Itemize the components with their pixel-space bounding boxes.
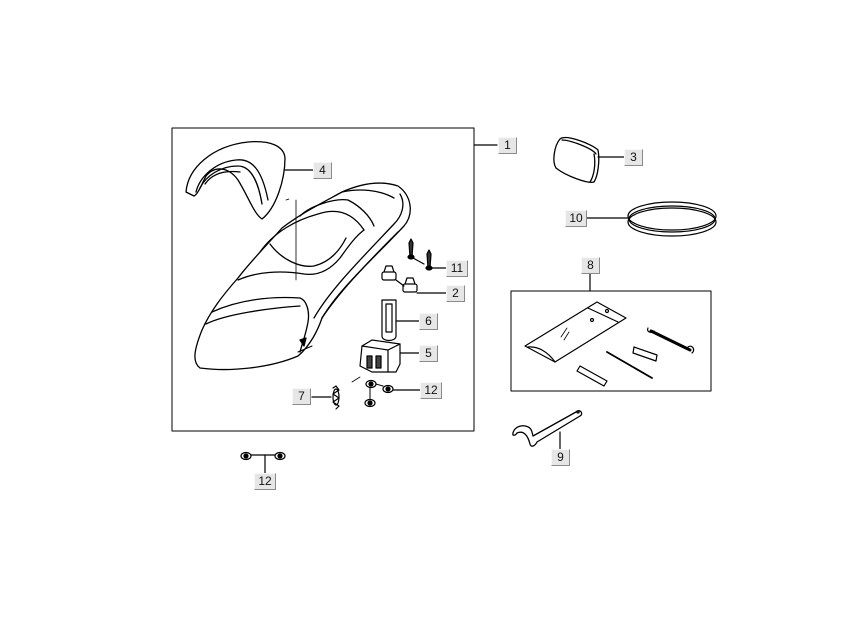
- callout-4[interactable]: 4: [313, 162, 332, 179]
- strap-band-drawing: [627, 201, 717, 237]
- nuts-inside-drawing: [364, 379, 394, 408]
- passenger-backrest-drawing: [185, 140, 286, 220]
- clip-bracket-drawing: [381, 299, 397, 342]
- backrest-pad-drawing: [553, 137, 600, 183]
- callout-9[interactable]: 9: [551, 449, 570, 466]
- leader-11-a: [412, 257, 425, 265]
- callout-11[interactable]: 11: [446, 260, 468, 277]
- callout-7[interactable]: 7: [292, 388, 311, 405]
- screws-drawing: [407, 238, 433, 271]
- callout-10[interactable]: 10: [565, 210, 587, 227]
- callout-12-inside[interactable]: 12: [420, 382, 442, 399]
- callout-3[interactable]: 3: [624, 149, 643, 166]
- callout-8[interactable]: 8: [581, 257, 600, 274]
- tool-kit-drawing: [524, 301, 695, 387]
- callout-1[interactable]: 1: [498, 137, 517, 154]
- hook-spanner-drawing: [512, 410, 583, 447]
- seat-axis-tick: [285, 198, 290, 201]
- callout-5[interactable]: 5: [419, 345, 438, 362]
- spring-drawing: [332, 385, 340, 410]
- callout-2[interactable]: 2: [446, 285, 465, 302]
- seat-group-frame: [171, 127, 475, 432]
- seat-drawing: [194, 182, 411, 371]
- nuts-outside-drawing: [240, 451, 286, 461]
- rubber-bumpers-drawing: [381, 265, 418, 293]
- seat-latch-drawing: [359, 339, 401, 373]
- leader-2-a: [395, 279, 405, 287]
- callout-6[interactable]: 6: [419, 313, 438, 330]
- assembly-dash: [351, 376, 361, 383]
- leader-12-inside-a: [375, 383, 384, 387]
- callout-12-outside[interactable]: 12: [254, 473, 276, 490]
- tool-kit-frame: [510, 290, 712, 392]
